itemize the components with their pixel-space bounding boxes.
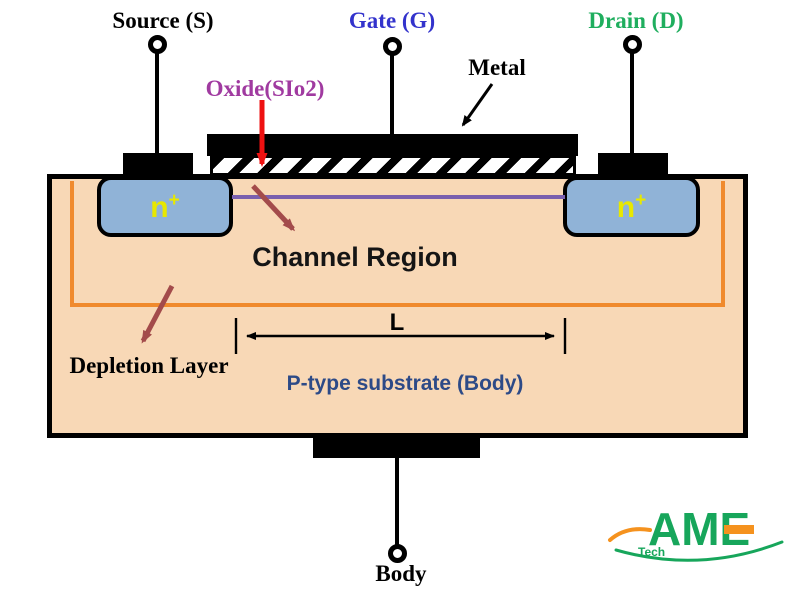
gate-oxide-layer [210,155,576,176]
source-label: Source (S) [112,8,214,33]
gate-metal-bar [207,134,578,156]
body-wire [395,457,399,546]
logo-subtext: Tech [638,545,665,559]
source-wire [155,52,159,154]
metal-pointer-arrow [461,83,494,127]
gate-wire [390,53,394,135]
body-terminal [388,544,407,563]
oxide-label: Oxide(SIo2) [205,76,325,101]
source-terminal [148,35,167,54]
source-contact [123,153,193,179]
drain-wire [630,52,634,154]
gate-label: Gate (G) [348,8,436,33]
n-plus-source-region: n+ [97,176,233,237]
depletion-layer-boundary [70,181,725,307]
drain-terminal [623,35,642,54]
channel-line [232,195,565,199]
substrate-label: P-type substrate (Body) [286,372,524,395]
body-contact [313,436,480,458]
depletion-layer-label: Depletion Layer [69,353,229,378]
n-plus-label: n+ [150,189,180,224]
n-plus-label: n+ [616,189,647,224]
metal-label: Metal [468,55,526,80]
n-plus-drain-region: n+ [563,176,700,237]
ame-tech-logo: AME Tech [608,503,784,562]
channel-length-label: L [389,309,405,336]
logo-orange-arc-icon [608,527,652,542]
body-label: Body [375,561,427,586]
logo-e-bar-icon [724,525,754,534]
drain-label: Drain (D) [588,8,684,33]
logo-swoosh-icon [614,540,784,562]
gate-terminal [383,37,402,56]
channel-region-label: Channel Region [252,242,458,272]
drain-contact [598,153,668,179]
